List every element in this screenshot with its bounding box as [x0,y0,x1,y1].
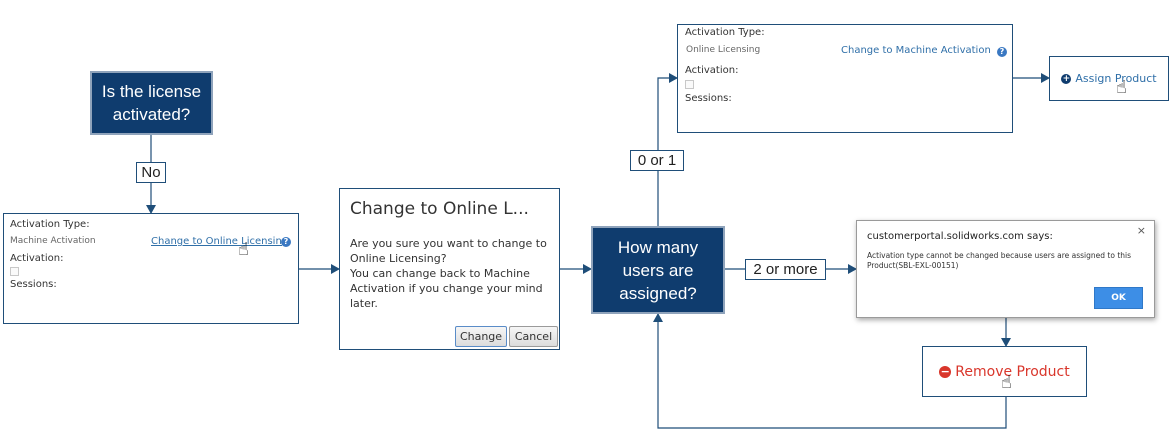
sessions-label: Sessions: [10,279,57,290]
remove-product-button[interactable]: − Remove Product ☝ [922,346,1087,397]
activation-type-label: Activation Type: [685,27,765,38]
dialog-title: Change to Online L... [350,199,529,219]
minus-circle-icon: − [939,364,952,378]
hand-cursor-icon: ☝ [238,239,249,260]
edge-label-two-or-more: 2 or more [745,259,826,280]
hand-cursor-icon: ☝ [1116,77,1127,98]
decision-users-assigned-text: How many users are assigned? [617,237,699,303]
help-icon[interactable]: ? [281,237,291,247]
edge-label-zero-or-one-text: 0 or 1 [637,152,677,169]
machine-activation-panel: Activation Type: Machine Activation Chan… [3,213,299,324]
activation-checkbox[interactable] [10,267,19,276]
edge-label-two-or-more-text: 2 or more [753,261,818,278]
edge-label-no: No [136,162,166,183]
assign-product-label: Assign Product [1075,72,1157,85]
decision-license-activated: Is the license activated? [90,71,213,135]
arrow-users-to-online-panel [657,73,678,226]
assign-product-button[interactable]: + Assign Product ☝ [1049,56,1169,101]
online-licensing-panel: Activation Type: Online Licensing Change… [677,24,1013,133]
cancel-button[interactable]: Cancel [509,326,558,347]
plus-circle-icon: + [1061,73,1072,84]
dialog-message-line-1: Are you sure you want to change to Onlin… [350,237,547,265]
activation-type-value: Online Licensing [686,45,761,55]
alert-dialog: × customerportal.solidworks.com says: Ac… [856,220,1155,318]
activation-checkbox[interactable] [685,80,694,89]
ok-button[interactable]: OK [1094,287,1143,309]
hand-cursor-icon: ☝ [1001,372,1012,393]
dialog-message-line-2: You can change back to Machine Activatio… [350,267,543,310]
sessions-label: Sessions: [685,93,732,104]
close-icon[interactable]: × [1136,224,1146,237]
remove-product-label: Remove Product [955,363,1070,380]
edge-label-zero-or-one: 0 or 1 [630,150,684,171]
change-button[interactable]: Change [455,326,507,347]
activation-label: Activation: [685,65,739,76]
change-to-machine-activation-link[interactable]: Change to Machine Activation [841,45,991,56]
arrow-remove-loop-back [653,313,1007,429]
alert-title: customerportal.solidworks.com says: [867,231,1053,242]
activation-type-label: Activation Type: [10,219,90,230]
edge-label-no-text: No [141,164,161,181]
dialog-message: Are you sure you want to change to Onlin… [350,236,550,311]
activation-type-value: Machine Activation [10,236,96,246]
help-icon[interactable]: ? [997,47,1007,57]
decision-users-assigned: How many users are assigned? [591,226,725,314]
decision-license-activated-text: Is the license activated? [101,82,202,124]
activation-label: Activation: [10,253,64,264]
alert-message: Activation type cannot be changed becaus… [867,251,1131,270]
change-to-online-licensing-link[interactable]: Change to Online Licensing [151,236,289,247]
confirm-change-dialog: Change to Online L... Are you sure you w… [339,188,560,350]
